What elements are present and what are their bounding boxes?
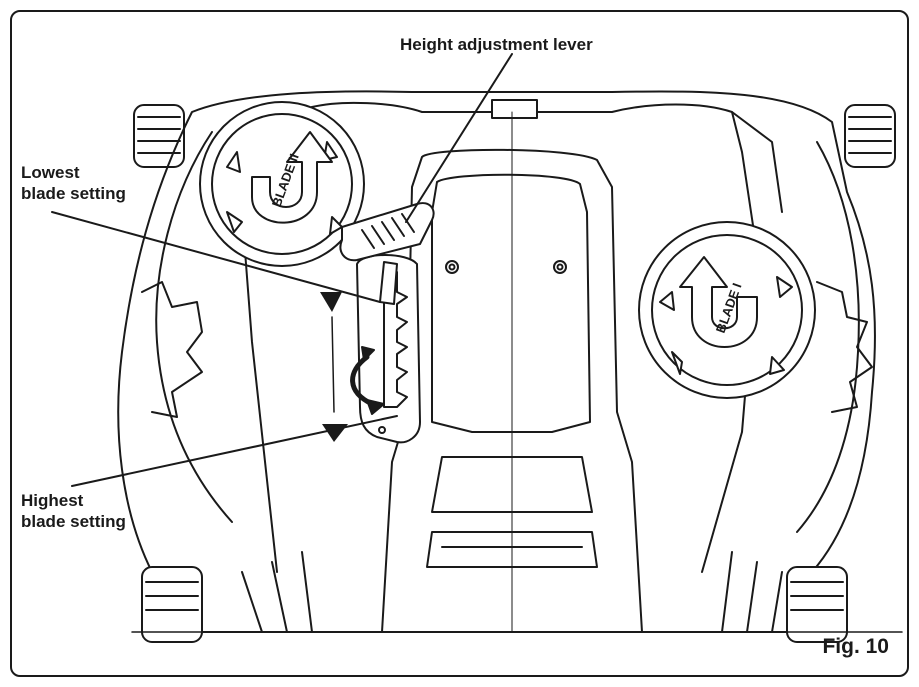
label-highest-blade-setting: Highest blade setting — [21, 490, 126, 532]
label-lowest-line1: Lowest — [21, 163, 80, 182]
blade-cap-left: BLADE II — [199, 101, 365, 267]
blade-cap-right: BLADE I — [638, 221, 816, 399]
height-adjust-slot — [356, 254, 421, 444]
label-highest-line2: blade setting — [21, 512, 126, 531]
height-adjustment-lever — [339, 202, 435, 305]
label-lowest-blade-setting: Lowest blade setting — [21, 162, 126, 204]
leader-height-lever — [405, 53, 513, 223]
curved-arrow-icon — [350, 346, 385, 415]
label-lowest-line2: blade setting — [21, 184, 126, 203]
mower-illustration: BLADE II BLADE I — [51, 53, 903, 643]
label-height-adjustment-lever: Height adjustment lever — [400, 35, 593, 54]
rear-right-wheel — [844, 104, 896, 168]
leader-highest — [71, 415, 398, 487]
figure-number: Fig. 10 — [822, 635, 889, 658]
mower-deck — [117, 90, 876, 633]
rear-left-wheel — [133, 104, 185, 168]
figure-frame: BLADE II BLADE I — [10, 10, 909, 677]
label-highest-line1: Highest — [21, 491, 84, 510]
front-right-wheel — [786, 566, 848, 643]
leader-lowest — [51, 211, 381, 303]
front-left-wheel — [141, 566, 203, 643]
